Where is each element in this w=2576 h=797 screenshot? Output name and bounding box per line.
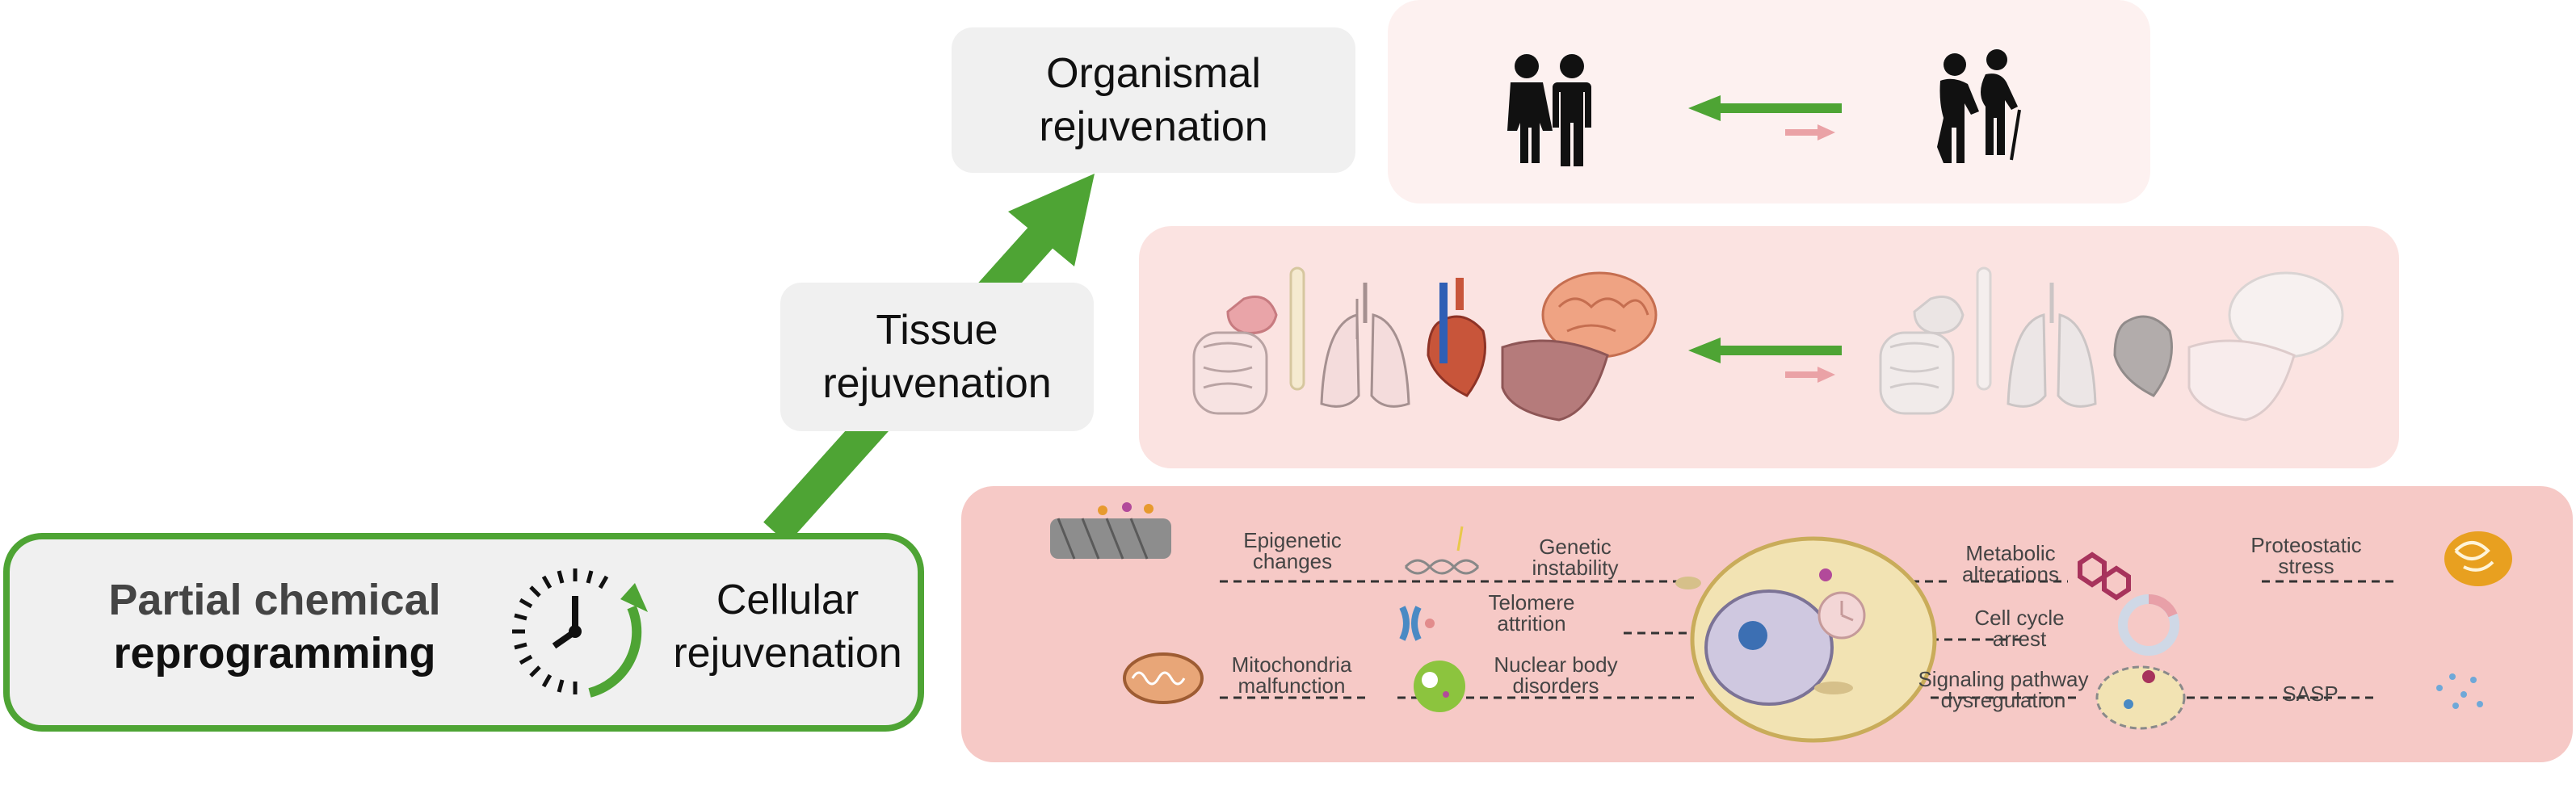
hallmark-proteostatic: Proteostatic stress	[2229, 535, 2383, 577]
cell-icon	[1675, 536, 1937, 743]
tissue-label: Tissue rejuvenation	[780, 283, 1094, 431]
cell-panel-graphics	[1050, 502, 2512, 743]
chromatin-icon	[1050, 502, 1171, 560]
hallmark-signaling: Signaling pathway dysregulation	[1906, 669, 2100, 711]
cell-cycle-icon	[2118, 594, 2179, 656]
organismal-line1: Organismal	[1046, 50, 1261, 97]
tissue-line2: rejuvenation	[822, 360, 1052, 407]
main-line2: reprogramming	[113, 629, 436, 677]
organismal-line2: rejuvenation	[1039, 103, 1268, 150]
genetic-line1: Genetic	[1539, 535, 1612, 559]
hallmark-sasp: SASP	[2262, 683, 2359, 704]
metabolic-line2: alterations	[1962, 562, 2059, 586]
hallmark-telomere: Telomere attrition	[1467, 592, 1596, 634]
chromosome-icon	[1399, 606, 1435, 641]
cellular-line2: rejuvenation	[673, 630, 902, 677]
mitochondria-icon	[1123, 652, 1204, 704]
tissue-arrows	[1688, 338, 1842, 383]
cellcycle-line2: arrest	[1992, 627, 2047, 651]
sasp-icon	[2436, 673, 2483, 709]
telomere-line2: attrition	[1497, 611, 1566, 636]
cellular-line1: Cellular	[716, 577, 859, 623]
sasp-line1: SASP	[2282, 682, 2339, 706]
cellcycle-line1: Cell cycle	[1974, 606, 2065, 630]
nuclear-line1: Nuclear body	[1494, 652, 1618, 677]
genetic-line2: instability	[1532, 556, 1619, 580]
partial-chemical-reprogramming-box	[3, 533, 924, 732]
young-organs-icon	[1192, 266, 1658, 422]
main-line1: Partial chemical	[108, 576, 441, 624]
elderly-couple-icon	[1937, 49, 2021, 163]
hallmark-epigenetic: Epigenetic changes	[1212, 530, 1373, 572]
metabolic-line1: Metabolic	[1965, 541, 2056, 565]
hallmark-genetic: Genetic instability	[1502, 536, 1648, 578]
hallmark-cellcycle: Cell cycle arrest	[1955, 607, 2084, 649]
hallmark-nuclear: Nuclear body disorders	[1475, 654, 1637, 696]
clock-icon	[512, 568, 648, 698]
hallmark-metabolic: Metabolic alterations	[1942, 543, 2079, 585]
young-couple-icon	[1507, 54, 1591, 166]
organismal-label: Organismal rejuvenation	[952, 27, 1355, 173]
organismal-arrows	[1688, 95, 1842, 141]
nuclear-line2: disorders	[1512, 673, 1599, 698]
signaling-line1: Signaling pathway	[1918, 667, 2089, 691]
mitochondria-line2: malfunction	[1238, 673, 1346, 698]
protein-aggregate-icon	[2444, 531, 2512, 586]
hallmark-mitochondria: Mitochondria malfunction	[1207, 654, 1376, 696]
nuclear-body-icon	[1414, 661, 1465, 712]
metabolic-molecule-icon	[2078, 552, 2131, 601]
proteostatic-line2: stress	[2278, 554, 2334, 578]
aged-organs-icon	[1879, 266, 2344, 422]
main-title: Partial chemical reprogramming	[65, 573, 485, 680]
signaling-icon	[2095, 665, 2186, 730]
mitochondria-line1: Mitochondria	[1231, 652, 1352, 677]
epigenetic-line1: Epigenetic	[1243, 528, 1342, 552]
cellular-label: Cellular rejuvenation	[662, 573, 913, 680]
epigenetic-line2: changes	[1252, 549, 1333, 573]
telomere-line1: Telomere	[1488, 590, 1575, 615]
dna-icon	[1404, 526, 1480, 575]
tissue-line1: Tissue	[876, 307, 998, 354]
signaling-line2: dysregulation	[1940, 688, 2066, 712]
proteostatic-line1: Proteostatic	[2250, 533, 2362, 557]
